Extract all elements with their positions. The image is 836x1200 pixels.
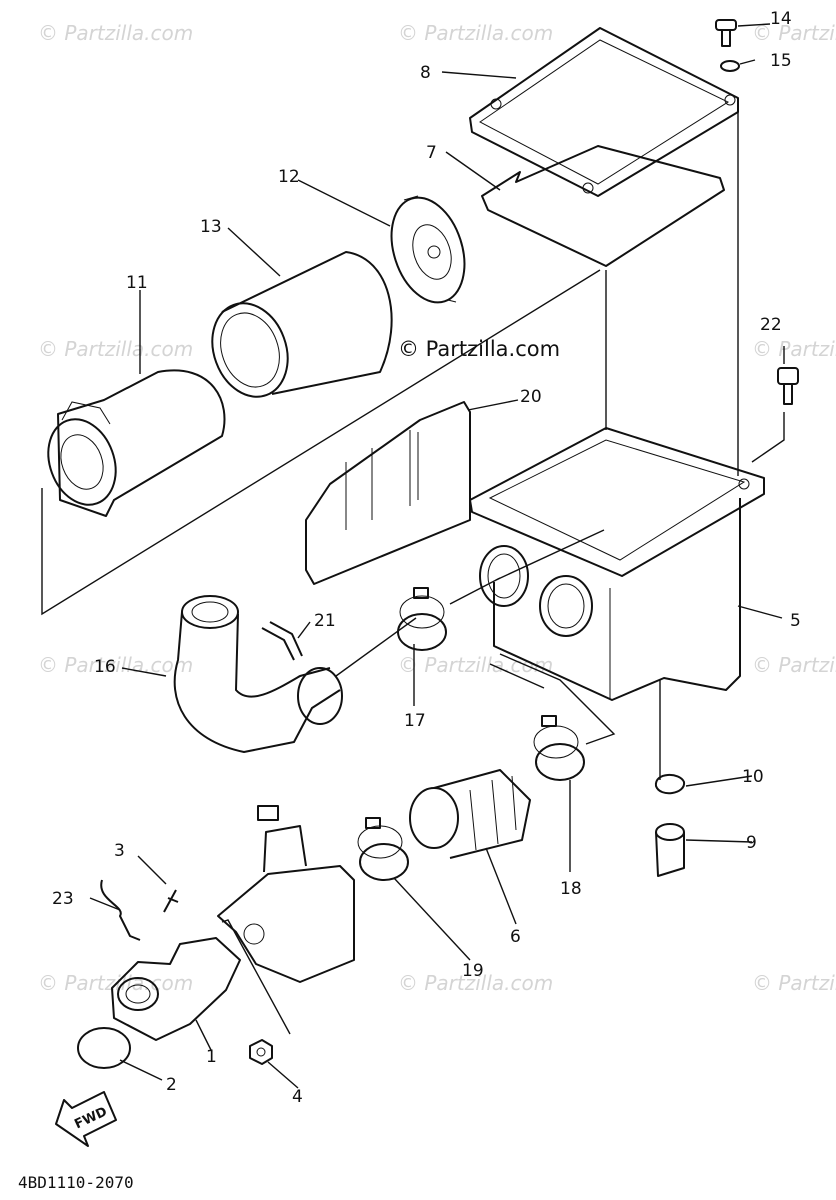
callout-6: 6 [510,927,521,947]
callout-12: 12 [278,167,300,187]
cover-screw [715,19,737,47]
filter-cap [390,195,466,304]
callout-3: 3 [114,841,125,861]
watermark: © Partzilla.com [752,971,836,995]
center-watermark: © Partzilla.com [398,337,560,361]
nut [249,1039,273,1065]
screw [163,889,179,913]
inner-filter-cage [47,369,226,517]
callout-13: 13 [200,217,222,237]
watermark: © Partzilla.com [38,21,193,45]
callout-15: 15 [770,51,792,71]
fwd-label: FWD [72,1104,109,1132]
breather-pipe [261,621,303,661]
forward-arrow: FWD [55,1091,117,1147]
box-bolt [777,367,799,405]
clamp [397,587,447,651]
callout-19: 19 [462,961,484,981]
wire-clip [100,879,141,941]
callout-7: 7 [426,143,437,163]
separator-plate [305,401,471,585]
diagram-code: 4BD1110-2070 [18,1173,134,1192]
watermark: © Partzilla.com [38,653,193,677]
callout-9: 9 [746,833,757,853]
callout-23: 23 [52,889,74,909]
leader-lines [41,23,785,1089]
callout-14: 14 [770,9,792,29]
callout-1: 1 [206,1047,217,1067]
outer-filter-element [211,251,393,398]
air-box-cover [469,27,739,197]
intake-joint [173,595,343,753]
cover-gasket [481,145,725,267]
callout-5: 5 [790,611,801,631]
o-ring [77,1027,131,1069]
callout-4: 4 [292,1087,303,1107]
carburetor-joint [409,769,531,859]
callout-16: 16 [94,657,116,677]
callout-11: 11 [126,273,148,293]
callout-8: 8 [420,63,431,83]
watermark: © Partzilla.com [398,21,553,45]
callout-labels: 1 2 3 4 5 6 7 8 9 10 11 12 13 14 15 16 1… [52,9,801,1107]
watermark: © Partzilla.com [752,21,836,45]
watermark: © Partzilla.com [398,971,553,995]
watermark: © Partzilla.com [752,653,836,677]
carburetor [217,805,355,983]
watermark-layer: © Partzilla.com © Partzilla.com © Partzi… [38,21,836,995]
callout-21: 21 [314,611,336,631]
callout-10: 10 [742,767,764,787]
watermark: © Partzilla.com [38,337,193,361]
callout-18: 18 [560,879,582,899]
clamp [357,817,409,881]
callout-2: 2 [166,1075,177,1095]
clamp [533,715,585,781]
drain-hose [655,823,685,877]
callout-22: 22 [760,315,782,335]
watermark: © Partzilla.com [398,653,553,677]
watermark: © Partzilla.com [752,337,836,361]
callout-20: 20 [520,387,542,407]
intake-manifold [111,937,241,1041]
washer [720,60,740,72]
callout-17: 17 [404,711,426,731]
